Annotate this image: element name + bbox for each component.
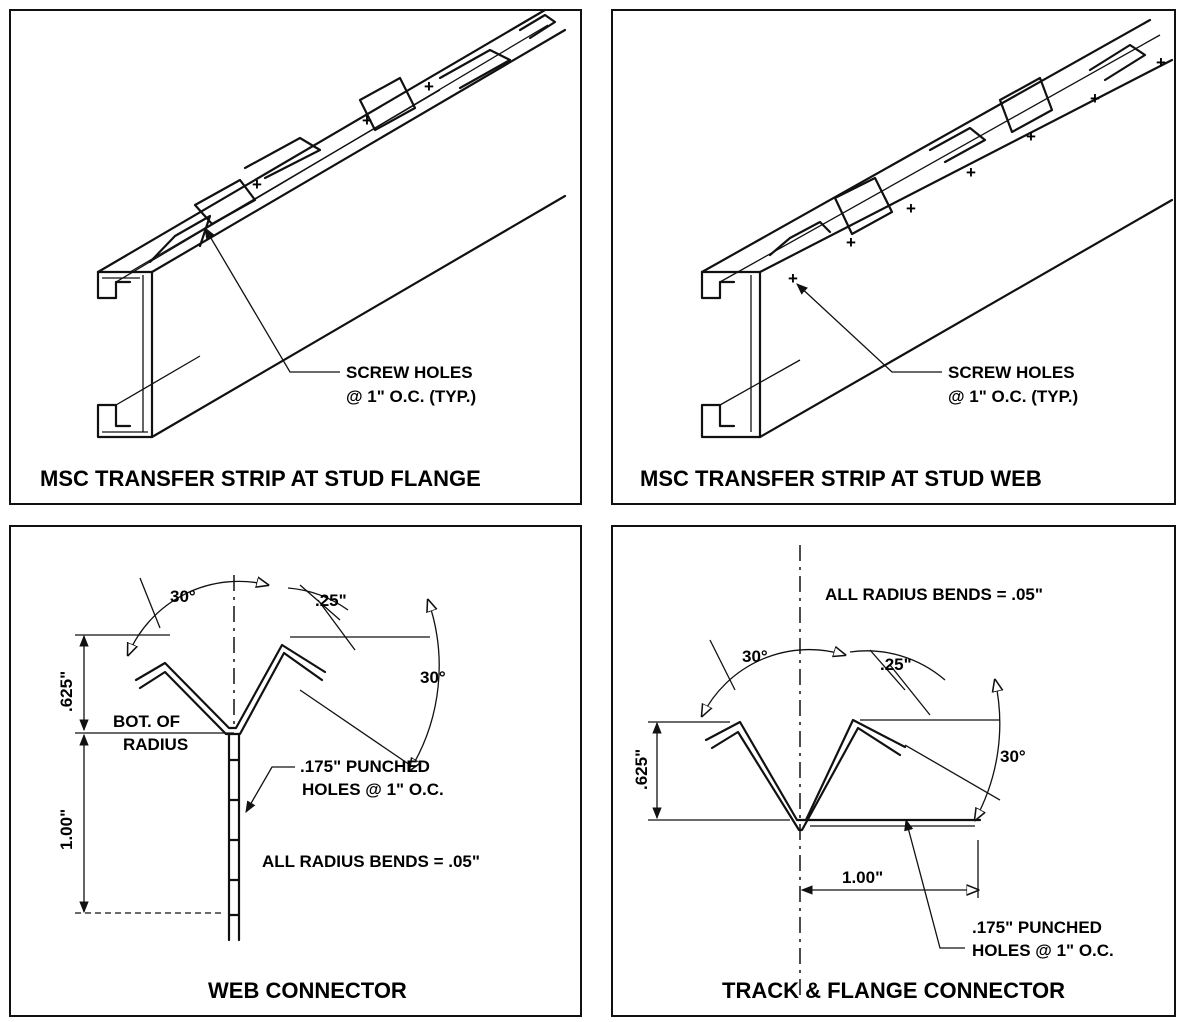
web-bends-note: ALL RADIUS BENDS = .05"	[262, 852, 480, 871]
svg-text:+: +	[252, 175, 262, 194]
svg-text:+: +	[1026, 127, 1036, 146]
bot-of-radius-line2: RADIUS	[123, 735, 188, 754]
stud-top-lip	[96, 270, 132, 300]
svg-text:+: +	[1156, 53, 1166, 72]
caption-stud-web: MSC TRANSFER STRIP AT STUD WEB	[640, 466, 1042, 491]
web-strip-clip-1	[833, 176, 894, 236]
svg-text:+: +	[966, 163, 976, 182]
stud-web-drawing: + + + + + + +	[700, 18, 1174, 439]
web-connector-drawing	[75, 575, 440, 942]
panel-frame-top-right	[611, 9, 1176, 505]
svg-text:+: +	[846, 233, 856, 252]
svg-text:+: +	[424, 77, 434, 96]
track-connector-profile	[704, 720, 982, 822]
track-length-dim: 1.00"	[842, 868, 883, 887]
track-flange-connector-drawing	[648, 545, 1000, 1000]
stud-flange-drawing: + + +	[96, 8, 567, 439]
panel-frame-top-left	[9, 9, 582, 505]
web-length-dim: 1.00"	[57, 809, 76, 850]
panel-frame-bottom-left	[9, 525, 582, 1017]
web-angle-left: 30°	[170, 587, 196, 606]
strip-clip-1	[193, 178, 257, 226]
track-angle-left: 30°	[742, 647, 768, 666]
web-strip-clip-2	[998, 76, 1054, 134]
stud-top-lip-web	[700, 270, 736, 300]
track-angle-right: 30°	[1000, 747, 1026, 766]
caption-stud-flange: MSC TRANSFER STRIP AT STUD FLANGE	[40, 466, 481, 491]
strip-clip-2	[358, 76, 417, 132]
web-holes-line2: HOLES @ 1" O.C.	[302, 780, 444, 799]
web-angle-right: 30°	[420, 668, 446, 687]
web-holes-line1: .175" PUNCHED	[300, 757, 430, 776]
web-height-dim: .625"	[57, 671, 76, 712]
web-connector-profile	[134, 643, 327, 730]
track-bends-note: ALL RADIUS BENDS = .05"	[825, 585, 1043, 604]
track-width-dim: .25"	[880, 655, 912, 674]
caption-web-connector: WEB CONNECTOR	[208, 978, 407, 1003]
web-width-dim: .25"	[315, 591, 347, 610]
flange-screw-note-line2: @ 1" O.C. (TYP.)	[346, 387, 476, 406]
svg-text:+: +	[788, 269, 798, 288]
track-holes-line1: .175" PUNCHED	[972, 918, 1102, 937]
svg-text:+: +	[1090, 89, 1100, 108]
web-screw-note-line2: @ 1" O.C. (TYP.)	[948, 387, 1078, 406]
panel-frame-bottom-right	[611, 525, 1176, 1017]
web-screw-note-line1: SCREW HOLES	[948, 363, 1075, 382]
caption-track-flange-connector: TRACK & FLANGE CONNECTOR	[722, 978, 1065, 1003]
flange-screw-note-line1: SCREW HOLES	[346, 363, 473, 382]
svg-text:+: +	[362, 111, 372, 130]
track-height-dim: .625"	[632, 749, 651, 790]
track-holes-line2: HOLES @ 1" O.C.	[972, 941, 1114, 960]
bot-of-radius-line1: BOT. OF	[113, 712, 180, 731]
svg-text:+: +	[906, 199, 916, 218]
